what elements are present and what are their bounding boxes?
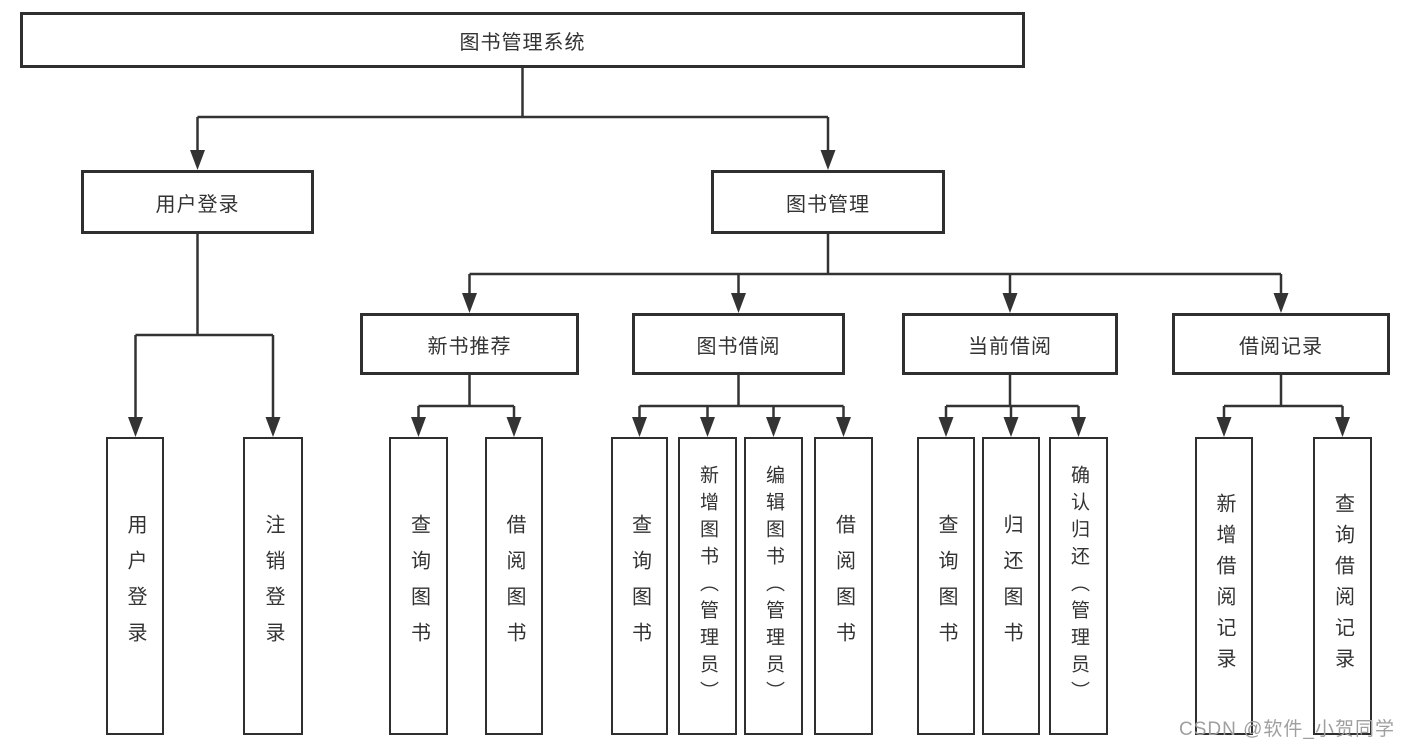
leaf-query-books-2-label: 查询图书 xyxy=(628,514,651,658)
watermark: CSDN @软件_小贺同学 xyxy=(1179,719,1395,740)
leaf-add-borrow-record-label: 新增借阅记录 xyxy=(1213,493,1235,679)
node-book-borrow: 图书借阅 xyxy=(632,313,845,375)
leaf-query-books-3-label: 查询图书 xyxy=(935,514,957,658)
leaf-edit-books-admin: 编辑图书（管理员） xyxy=(744,437,803,735)
leaf-edit-books-admin-label: 编辑图书（管理员） xyxy=(763,464,784,708)
node-book-management: 图书管理 xyxy=(711,170,945,234)
leaf-user-login-label: 用户登录 xyxy=(124,514,146,658)
leaf-logout-label: 注销登录 xyxy=(262,514,284,658)
node-root: 图书管理系统 xyxy=(20,12,1025,68)
leaf-return-books-label: 归还图书 xyxy=(1000,514,1022,658)
node-new-book-recommend-label: 新书推荐 xyxy=(427,335,512,358)
node-current-borrow: 当前借阅 xyxy=(902,313,1118,375)
leaf-query-books-2: 查询图书 xyxy=(611,437,668,735)
node-new-book-recommend: 新书推荐 xyxy=(360,313,579,375)
leaf-add-borrow-record: 新增借阅记录 xyxy=(1195,437,1253,735)
leaf-query-borrow-record: 查询借阅记录 xyxy=(1313,437,1372,735)
leaf-borrow-books-2-label: 借阅图书 xyxy=(832,514,855,658)
node-borrow-record-label: 借阅记录 xyxy=(1239,335,1323,358)
leaf-user-login: 用户登录 xyxy=(106,437,164,735)
leaf-logout: 注销登录 xyxy=(243,437,303,735)
leaf-query-books-1: 查询图书 xyxy=(389,437,448,735)
leaf-borrow-books-1-label: 借阅图书 xyxy=(503,514,525,658)
leaf-query-books-1-label: 查询图书 xyxy=(407,514,430,658)
leaf-add-books-admin-label: 新增图书（管理员） xyxy=(697,464,718,708)
leaf-confirm-return-admin-label: 确认归还（管理员） xyxy=(1068,464,1089,708)
node-user-login-label: 用户登录 xyxy=(155,193,240,216)
leaf-borrow-books-2: 借阅图书 xyxy=(814,437,873,735)
node-root-label: 图书管理系统 xyxy=(459,31,586,54)
node-user-login: 用户登录 xyxy=(81,170,314,234)
leaf-add-books-admin: 新增图书（管理员） xyxy=(678,437,737,735)
node-book-management-label: 图书管理 xyxy=(786,193,870,216)
leaf-return-books: 归还图书 xyxy=(982,437,1040,735)
node-current-borrow-label: 当前借阅 xyxy=(968,335,1052,358)
arrowheads xyxy=(128,150,1350,437)
leaf-confirm-return-admin: 确认归还（管理员） xyxy=(1049,437,1108,735)
leaf-query-borrow-record-label: 查询借阅记录 xyxy=(1331,493,1354,679)
leaf-query-books-3: 查询图书 xyxy=(917,437,975,735)
node-book-borrow-label: 图书借阅 xyxy=(696,335,781,358)
leaf-borrow-books-1: 借阅图书 xyxy=(485,437,543,735)
node-borrow-record: 借阅记录 xyxy=(1172,313,1390,375)
